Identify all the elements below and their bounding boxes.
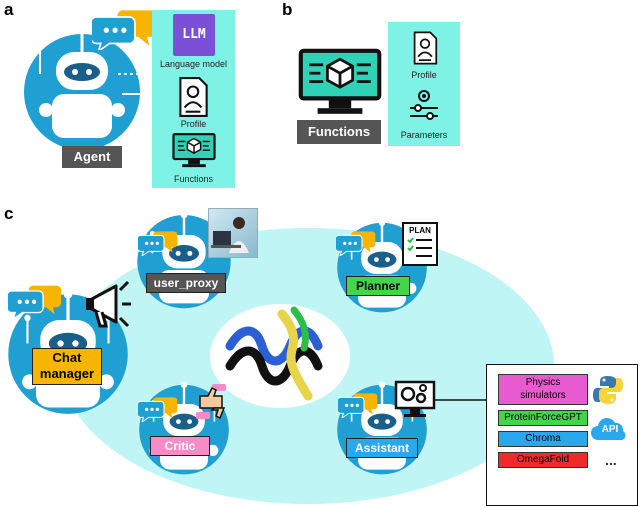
gears-monitor-icon [394, 380, 436, 417]
llm-icon: LLM [173, 14, 215, 56]
planner-label: Planner [346, 276, 410, 296]
tool-proteinforcegpt: ProteinForceGPT [498, 410, 588, 426]
panel-label-b: b [282, 0, 293, 19]
plan-document-icon: PLAN [402, 222, 438, 266]
feedback-thumbs-icon [196, 384, 226, 420]
megaphone-icon [86, 280, 131, 328]
human-user-image [208, 208, 258, 258]
language-model-label: Language model [159, 59, 228, 69]
parameters-label: Parameters [400, 130, 448, 140]
profile-label: Profile [180, 119, 207, 129]
assistant-label: Assistant [346, 438, 418, 458]
tool-omegafold: OmegaFold [498, 452, 588, 468]
panel-label-a: a [4, 0, 14, 19]
critic-bubbles-icon [138, 396, 178, 422]
planner-bubbles-icon [336, 230, 376, 256]
agent-robot [10, 12, 160, 172]
critic-label: Critic [150, 436, 210, 456]
api-cloud-icon: API [590, 418, 630, 442]
panel-label-c: c [4, 204, 14, 223]
parameters-icon [410, 90, 438, 120]
api-text: API [601, 424, 619, 435]
profile-label-b: Profile [411, 70, 437, 80]
assistant-bubbles-icon [338, 392, 378, 418]
python-logo-icon [593, 376, 623, 404]
chat-manager-label: Chat manager [32, 348, 102, 385]
agent-label: Agent [62, 146, 122, 168]
chat-manager-bubbles-icon [8, 284, 62, 318]
more-tools-ellipsis: ... [605, 452, 617, 468]
functions-label: Functions [173, 174, 214, 184]
protein-helix-icon [225, 306, 323, 401]
tool-physics-simulators: Physics simulators [498, 374, 588, 405]
user-proxy-label: user_proxy [146, 273, 226, 293]
tool-chroma: Chroma [498, 431, 588, 447]
plan-text: PLAN [409, 226, 431, 235]
llm-text: LLM [182, 27, 206, 42]
functions-tag: Functions [297, 120, 381, 144]
user-proxy-bubbles-icon [138, 230, 178, 256]
